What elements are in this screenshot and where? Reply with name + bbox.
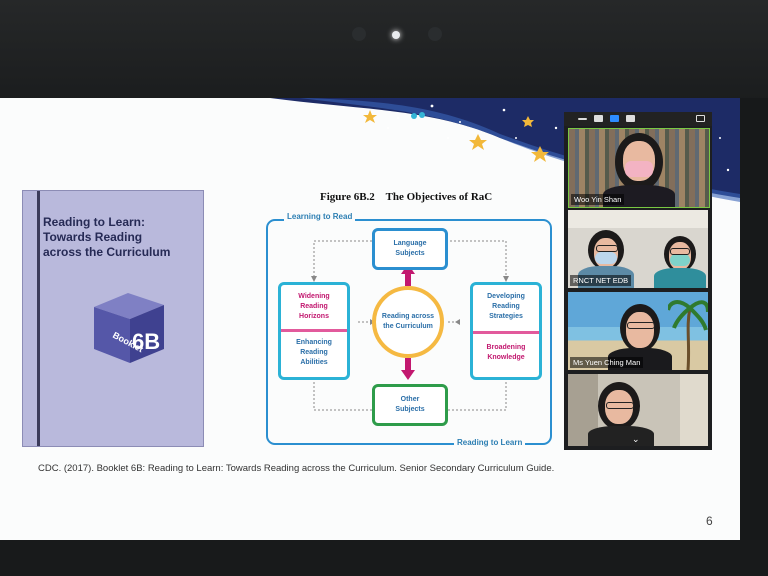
- citation-text: CDC. (2017). Booklet 6B: Reading to Lear…: [38, 463, 555, 474]
- participant-tile-1[interactable]: Woo Yin Shan: [568, 128, 710, 208]
- widening-section: [281, 285, 347, 332]
- palm-tree-background: [668, 300, 708, 370]
- video-gallery-panel: Woo Yin Shan RNCT NET: [564, 112, 712, 450]
- right-objectives-box: Developing Reading Strategies Broadening…: [470, 282, 542, 380]
- star-icon: [469, 134, 487, 150]
- star-icon: [363, 110, 377, 123]
- participant-tile-3[interactable]: Ms Yuen Ching Man: [568, 292, 708, 370]
- booklet-cover: Reading to Learn: Towards Reading across…: [22, 190, 204, 447]
- window-background: [680, 374, 708, 446]
- participant-name: Ms Yuen Ching Man: [570, 357, 644, 368]
- gallery-strip-icon[interactable]: [610, 115, 619, 122]
- face-mask: [670, 254, 690, 266]
- star-icon: [522, 116, 534, 127]
- diagram-lines: [266, 219, 552, 445]
- language-subjects-box: Language Subjects: [372, 228, 448, 270]
- face-mask: [625, 161, 653, 177]
- gallery-grid-icon[interactable]: [626, 115, 635, 122]
- monitor-bezel-bottom: [0, 540, 768, 576]
- broadening-knowledge: Broadening Knowledge: [486, 344, 526, 361]
- enhancing-reading-abilities: Enhancing Reading Abilities: [296, 339, 332, 366]
- exit-fullscreen-icon[interactable]: [696, 115, 705, 122]
- booklet-title: Reading to Learn: Towards Reading across…: [43, 215, 171, 259]
- monitor-bezel-top: [0, 0, 768, 100]
- gallery-toolbar: [564, 112, 712, 126]
- participant-name: RNCT NET EDB: [570, 275, 632, 286]
- left-objectives-box: Widening Reading Horizons Enhancing Read…: [278, 282, 350, 380]
- webcam-light: [392, 31, 400, 39]
- participant-name: Woo Yin Shan: [571, 194, 625, 205]
- sensor-ring: [352, 27, 366, 41]
- broadening-section: [473, 331, 539, 377]
- widening-reading-horizons: Widening Reading Horizons: [298, 293, 330, 320]
- learning-to-read-label: Learning to Read: [284, 212, 356, 221]
- chevron-down-icon[interactable]: ⌄: [632, 434, 640, 444]
- star-icon: [531, 146, 549, 162]
- face-mask: [595, 252, 617, 264]
- participant-tile-2[interactable]: RNCT NET EDB: [568, 210, 708, 288]
- shared-screen: Reading to Learn: Towards Reading across…: [0, 98, 740, 540]
- rac-objectives-diagram: Learning to Read Reading to Learn Langua…: [262, 210, 556, 450]
- reading-to-learn-label: Reading to Learn: [454, 438, 526, 447]
- ceiling-background: [568, 210, 708, 228]
- other-subjects-box: Other Subjects: [372, 384, 448, 426]
- page-number: 6: [706, 514, 713, 528]
- minimize-icon[interactable]: [578, 118, 587, 120]
- developing-reading-strategies: Developing Reading Strategies: [487, 293, 525, 320]
- booklet-cube-icon: Booklet 6B: [94, 293, 164, 363]
- figure-title: Figure 6B.2 The Objectives of RaC: [320, 191, 493, 203]
- monitor-bezel-right: [740, 98, 768, 540]
- cover-spine-line: [37, 191, 40, 446]
- reading-across-curriculum-center: Reading across the Curriculum: [381, 313, 435, 330]
- booklet-badge-line2: 6B: [132, 329, 160, 354]
- presentation-slide: Reading to Learn: Towards Reading across…: [0, 98, 740, 540]
- speaker-view-icon[interactable]: [594, 115, 603, 122]
- sensor-ring: [428, 27, 442, 41]
- participant-tile-4[interactable]: ⌄: [568, 374, 708, 446]
